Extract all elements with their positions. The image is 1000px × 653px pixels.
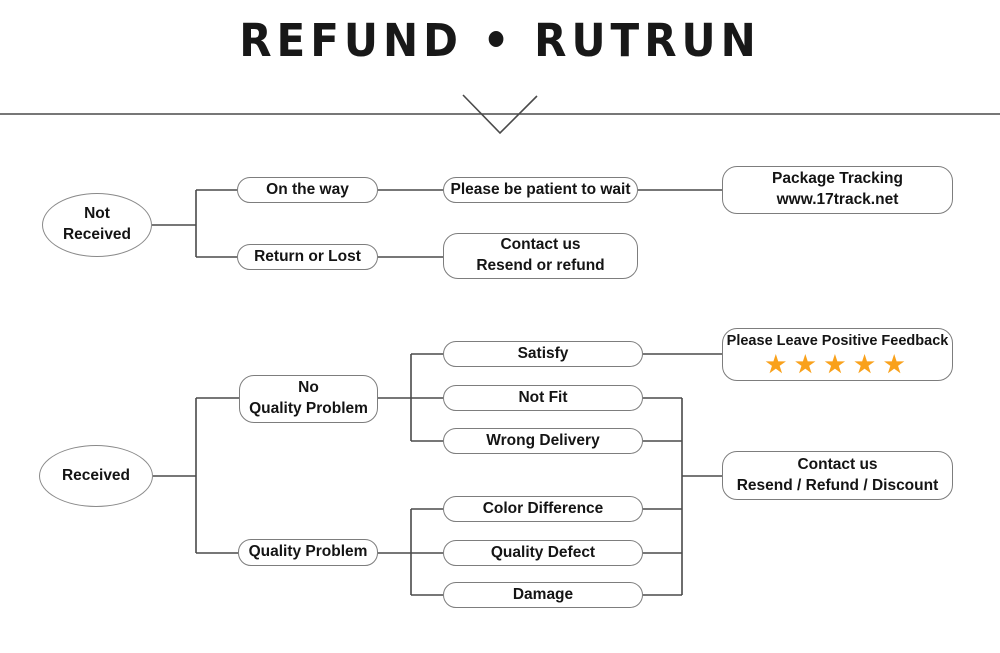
node-satisfy: Satisfy	[443, 341, 643, 367]
node-label: Contact us	[797, 455, 878, 473]
node-label: Return or Lost	[254, 247, 361, 265]
node-label: Wrong Delivery	[486, 431, 600, 449]
node-label: Not	[84, 205, 110, 223]
node-label: Resend / Refund / Discount	[736, 476, 939, 494]
node-label: Color Difference	[482, 499, 604, 517]
node-quality-defect: Quality Defect	[443, 540, 643, 566]
node-color-difference: Color Difference	[443, 496, 643, 522]
top-branch-wires	[152, 189, 722, 258]
node-label: Contact us	[500, 236, 581, 254]
node-label: Quality Problem	[249, 400, 368, 417]
node-package-tracking: Package Tracking www.17track.net	[722, 166, 953, 214]
node-label: Damage	[512, 585, 574, 603]
node-positive-feedback: Please Leave Positive Feedback ★★★★★	[722, 328, 953, 381]
node-on-the-way: On the way	[237, 177, 378, 203]
tracking-url: www.17track.net	[776, 191, 899, 208]
node-label: Satisfy	[517, 344, 569, 362]
node-label: Quality Problem	[248, 543, 368, 561]
node-contact-us-resend-refund-discount: Contact us Resend / Refund / Discount	[722, 451, 953, 500]
down-chevron-icon	[462, 94, 538, 135]
node-no-quality-problem: No Quality Problem	[239, 375, 378, 423]
node-wrong-delivery: Wrong Delivery	[443, 428, 643, 454]
node-quality-problem: Quality Problem	[238, 539, 378, 566]
node-received: Received	[39, 445, 153, 507]
bottom-branch-wires	[153, 353, 722, 596]
node-not-fit: Not Fit	[443, 385, 643, 411]
node-label: Package Tracking	[772, 170, 903, 188]
node-label: Not Fit	[518, 388, 568, 406]
node-contact-us-resend-refund: Contact us Resend or refund	[443, 233, 638, 279]
node-damage: Damage	[443, 582, 643, 608]
node-label: Received	[61, 466, 131, 484]
star-icons: ★★★★★	[765, 351, 914, 378]
node-label: Please Leave Positive Feedback	[726, 332, 949, 349]
node-label: Resend or refund	[476, 257, 605, 274]
node-return-or-lost: Return or Lost	[237, 244, 378, 270]
node-label: Quality Defect	[490, 543, 596, 561]
page-title: REFUND • RUTRUN	[239, 14, 761, 67]
node-not-received: Not Received	[42, 193, 152, 257]
node-label: No	[298, 379, 319, 397]
node-label: On the way	[266, 180, 349, 198]
node-label: Received	[62, 226, 132, 243]
node-please-be-patient: Please be patient to wait	[443, 177, 638, 203]
node-label: Please be patient to wait	[450, 180, 631, 198]
